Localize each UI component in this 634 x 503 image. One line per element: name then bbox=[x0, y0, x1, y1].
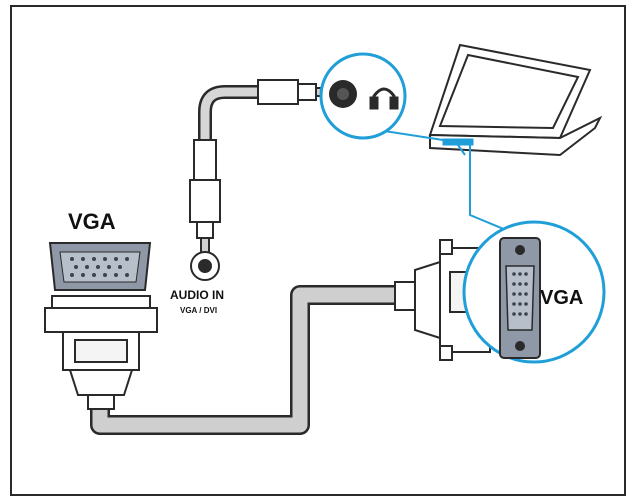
vga-callout bbox=[462, 220, 606, 364]
audio-in-sublabel: VGA / DVI bbox=[180, 306, 218, 315]
vga-label-right: VGA bbox=[540, 287, 584, 309]
audio-in-label: AUDIO IN bbox=[170, 288, 224, 302]
headphone-icon bbox=[369, 87, 399, 110]
audio-cable bbox=[198, 85, 262, 200]
vga-port-left bbox=[48, 242, 152, 291]
vga-label-left: VGA bbox=[68, 209, 116, 234]
audio-plug-vertical bbox=[189, 139, 221, 257]
vga-connector-left bbox=[44, 295, 158, 410]
audio-jack bbox=[190, 251, 220, 281]
vga-cable bbox=[90, 285, 400, 435]
audio-callout bbox=[319, 52, 407, 140]
laptop bbox=[428, 43, 603, 157]
